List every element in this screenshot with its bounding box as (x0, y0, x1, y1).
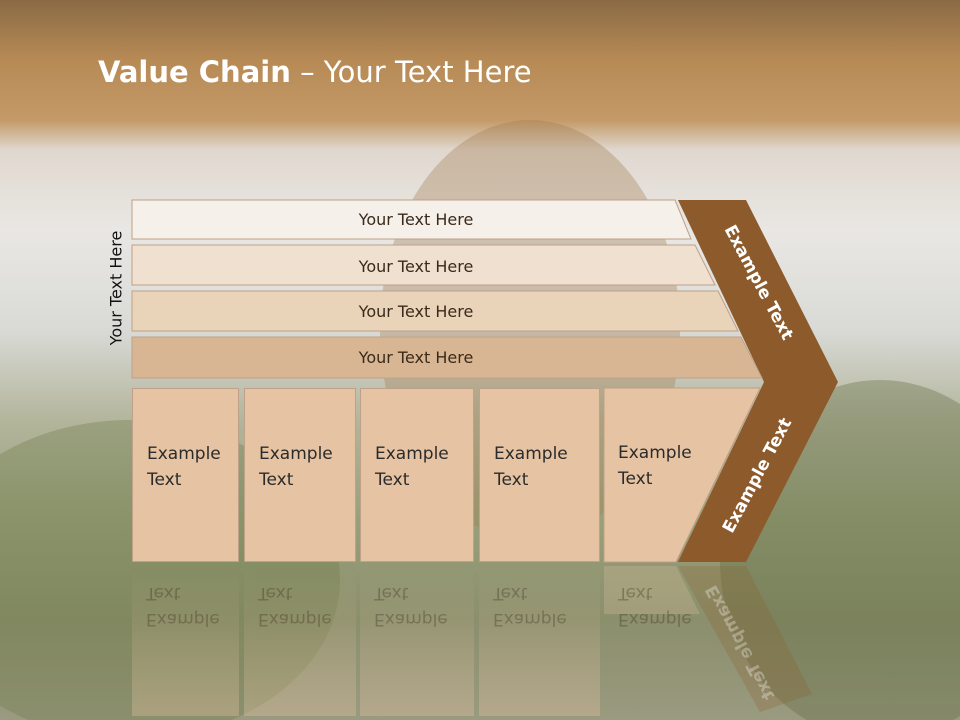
cell-4-reflection-line2: Text (493, 583, 528, 603)
value-chevron (678, 200, 838, 562)
cell-5-reflection-line2: Text (618, 583, 653, 603)
cell-4-line1: Example (494, 444, 568, 464)
title-rest: – Your Text Here (290, 55, 532, 89)
cell-1: Example Text (132, 388, 239, 562)
cell-1-reflection-line1: Example (146, 609, 220, 629)
bar-2-label: Your Text Here (358, 257, 474, 276)
cell-5-reflection (604, 566, 700, 614)
bar-4-label: Your Text Here (358, 348, 474, 367)
cell-5-reflection-text: Example Text (604, 566, 704, 716)
bar-3-label: Your Text Here (358, 302, 474, 321)
cell-1-line1: Example (147, 444, 221, 464)
title-bold: Value Chain (98, 55, 291, 89)
cell-4: Example Text (479, 388, 600, 562)
cell-1-reflection-line2: Text (146, 583, 181, 603)
cell-5-line2: Text (618, 469, 653, 489)
bar-1-label: Your Text Here (358, 210, 474, 229)
cell-5-reflection-line1: Example (618, 609, 692, 629)
bar-1 (131, 199, 692, 240)
cell-5-line1: Example (618, 443, 692, 463)
cell-4-reflection: Example Text (479, 566, 600, 716)
cell-4-reflection-line1: Example (493, 609, 567, 629)
cell-2-reflection-line2: Text (258, 583, 293, 603)
cell-3-line2: Text (375, 470, 410, 490)
cell-2-line1: Example (259, 444, 333, 464)
bar-3 (131, 290, 739, 332)
cell-4-line2: Text (494, 470, 529, 490)
cell-2-line2: Text (259, 470, 294, 490)
bar-2 (131, 244, 716, 286)
cell-3-reflection: Example Text (360, 566, 474, 716)
bar-4 (131, 336, 763, 379)
cell-1-reflection: Example Text (132, 566, 239, 716)
cell-2: Example Text (244, 388, 356, 562)
cell-2-reflection-line1: Example (258, 609, 332, 629)
chevron-reflection (678, 566, 812, 712)
cell-5-shape (603, 387, 761, 563)
cell-5: Example Text (604, 388, 704, 562)
cell-2-reflection: Example Text (244, 566, 356, 716)
cell-3: Example Text (360, 388, 474, 562)
cell-3-reflection-line1: Example (374, 609, 448, 629)
cell-3-line1: Example (375, 444, 449, 464)
cell-1-line2: Text (147, 470, 182, 490)
slide-title: Value Chain – Your Text Here (98, 55, 532, 89)
cell-3-reflection-line2: Text (374, 583, 409, 603)
